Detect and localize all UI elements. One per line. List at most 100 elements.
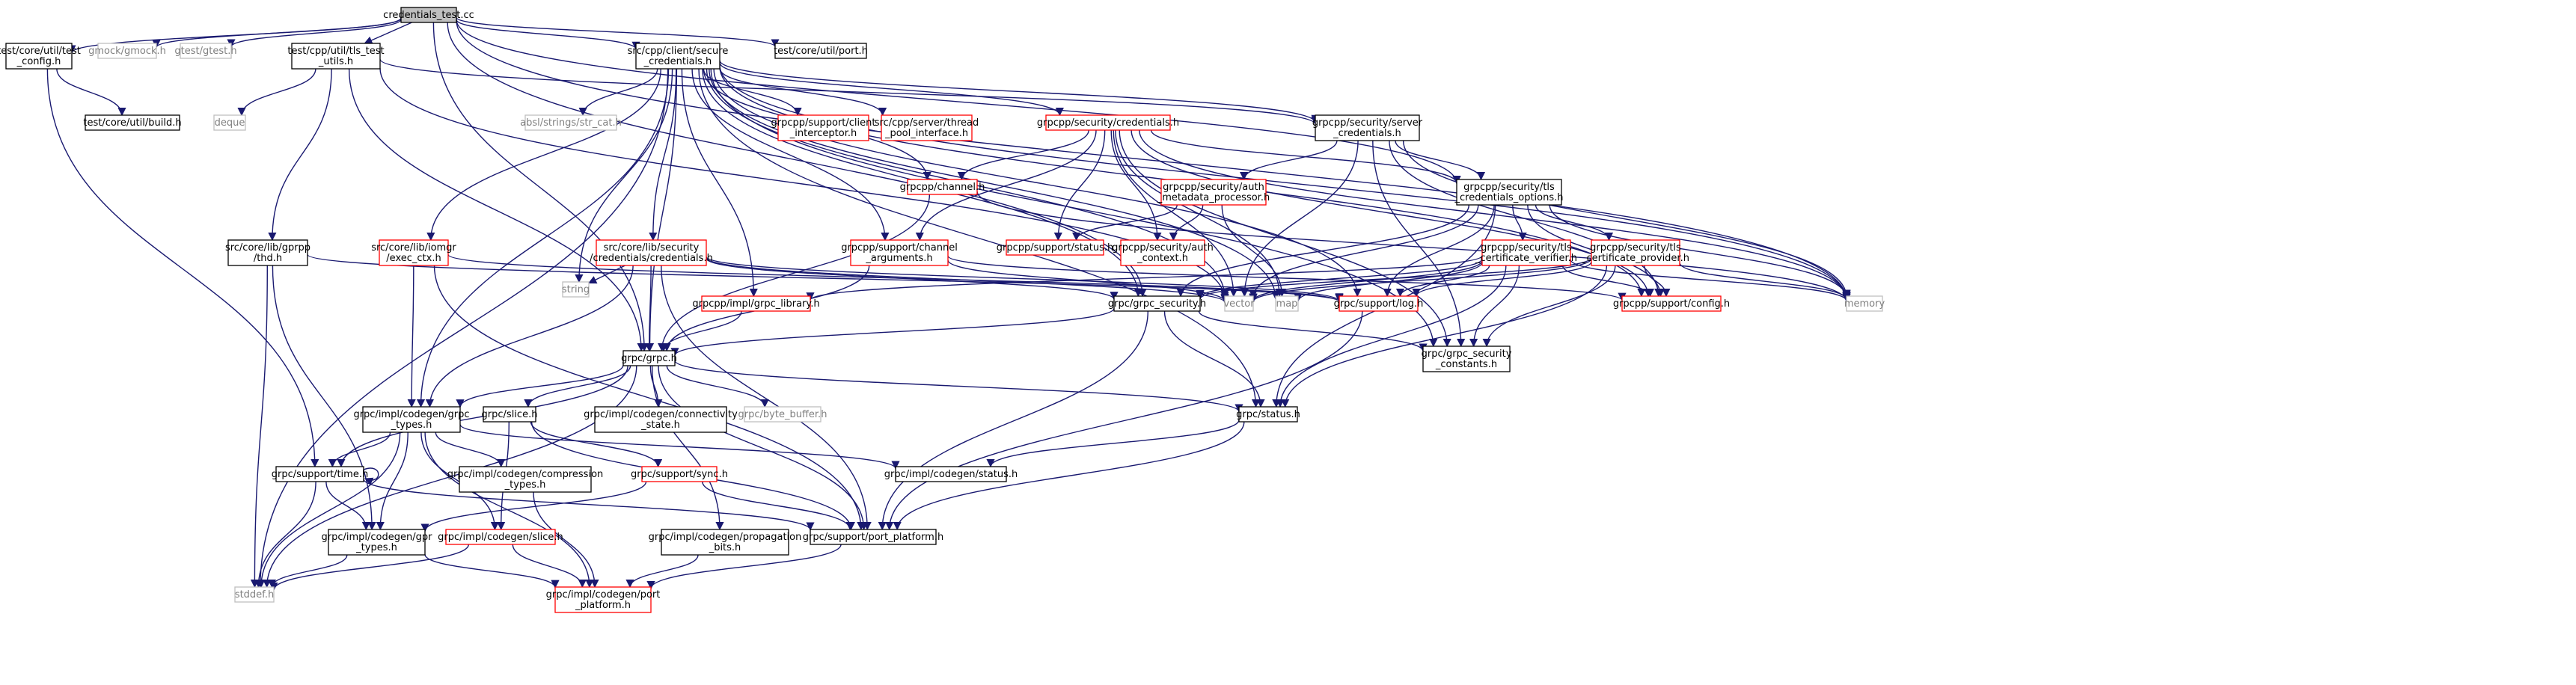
edge-line <box>364 22 412 45</box>
node-support-status[interactable]: grpcpp/support/status.h <box>997 239 1114 256</box>
edge-credentials_h-to-channel_args <box>915 129 1097 242</box>
node-gpr-types[interactable]: grpc/impl/codegen/gpr_types.h <box>322 529 433 556</box>
node-security-constants[interactable]: grpc/grpc_security_constants.h <box>1422 345 1512 372</box>
edge-cert_verifier-to-grpc_security <box>1196 258 1483 299</box>
node-label: grpc/impl/codegen/connectivity <box>584 409 738 420</box>
edge-grpc_types-to-codegen_slice <box>420 431 499 531</box>
node-auth-metadata[interactable]: grpcpp/security/auth_metadata_processor.… <box>1157 179 1270 206</box>
edge-secure_creds-to-grpc_types <box>416 68 670 408</box>
edge-layer <box>46 16 1851 592</box>
node-label: grpc/impl/codegen/port <box>546 589 661 600</box>
edge-line <box>256 68 669 589</box>
node-cert-provider[interactable]: grpcpp/security/tls_certificate_provider… <box>1581 239 1689 266</box>
node-support-config[interactable]: grpcpp/support/config.h <box>1613 295 1730 312</box>
edge-line <box>670 307 1115 357</box>
node-core-creds[interactable]: src/core/lib/security/credentials/creden… <box>590 239 713 266</box>
edge-codegen_slice-to-stddef <box>269 544 469 592</box>
edge-line <box>420 481 647 532</box>
edge-line <box>957 129 1089 181</box>
node-grpc-security[interactable]: grpc/grpc_security.h <box>1108 295 1206 312</box>
node-build[interactable]: test/core/util/build.h <box>83 114 182 131</box>
node-layer: credentials_test.cc test/core/util/test_c… <box>0 7 1885 613</box>
node-label: _utils.h <box>318 56 353 67</box>
node-str-cat: absl/strings/str_cat.h <box>520 114 622 131</box>
node-test-config[interactable]: test/core/util/test_config.h <box>0 43 81 70</box>
edge-status_h-to-port_platform <box>893 421 1245 531</box>
node-credentials-h[interactable]: grpcpp/security/credentials.h <box>1037 114 1179 131</box>
edge-line <box>1072 204 1178 242</box>
edge-cert_provider-to-status_h <box>1281 265 1608 408</box>
node-label: grpc/impl/codegen/status.h <box>884 469 1018 480</box>
node-channel-h[interactable]: grpcpp/channel.h <box>900 179 985 195</box>
node-box <box>554 586 652 613</box>
edge-line <box>254 481 316 589</box>
node-channel-args[interactable]: grpcpp/support/channel_arguments.h <box>841 239 958 266</box>
edge-core_creds-to-string <box>587 265 625 284</box>
edge-line <box>691 68 890 242</box>
node-port[interactable]: test/core/util/port.h <box>774 43 868 59</box>
edge-line <box>257 431 401 589</box>
node-status-h[interactable]: grpc/status.h <box>1236 406 1300 423</box>
node-port-platform[interactable]: grpc/support/port_platform.h <box>803 529 943 545</box>
edge-root-to-tls_cred_opts <box>456 19 1461 185</box>
node-codegen-port-platform[interactable]: grpc/impl/codegen/port_platform.h <box>546 586 661 613</box>
node-codegen-status[interactable]: grpc/impl/codegen/status.h <box>884 466 1018 482</box>
edge-cert_verifier-to-status_h <box>1276 265 1507 408</box>
node-label: credentials_test.cc <box>383 10 474 21</box>
node-auth-context[interactable]: grpcpp/security/auth_context.h <box>1112 239 1214 266</box>
node-label: grpc/grpc_security <box>1422 348 1512 360</box>
node-label: absl/strings/str_cat.h <box>520 117 622 129</box>
node-box <box>594 406 727 433</box>
edge-credentials_h-to-memory <box>1139 129 1851 301</box>
node-grpc-h[interactable]: grpc/grpc.h <box>621 350 677 366</box>
node-label: gmock/gmock.h <box>88 46 166 57</box>
node-tls-cred-opts[interactable]: grpcpp/security/tls_credentials_options.… <box>1454 179 1564 206</box>
node-slice-h[interactable]: grpc/slice.h <box>482 406 538 423</box>
edge-grpc_h-to-propagation_bits <box>651 365 724 531</box>
node-connectivity-state[interactable]: grpc/impl/codegen/connectivity_state.h <box>584 406 738 433</box>
node-secure-creds[interactable]: src/cpp/client/secure_credentials.h <box>628 43 729 70</box>
edge-root-to-tls_utils <box>364 22 412 45</box>
node-cert-verifier[interactable]: grpcpp/security/tls_certificate_verifier… <box>1475 239 1577 266</box>
node-label: vector <box>1223 298 1255 310</box>
node-propagation-bits[interactable]: grpc/impl/codegen/propagation_bits.h <box>649 529 802 556</box>
node-tls-utils[interactable]: test/cpp/util/tls_test_utils.h <box>287 43 385 70</box>
node-stddef: stddef.h <box>234 586 275 603</box>
edge-line <box>530 421 663 468</box>
edge-grpc_types-to-gpr_types <box>376 431 409 531</box>
node-label: grpc/support/time.h <box>272 469 368 480</box>
node-grpc-library[interactable]: grpcpp/impl/grpc_library.h <box>692 295 820 312</box>
node-box <box>596 239 707 266</box>
edge-core_creds-to-grpc_types <box>425 265 634 408</box>
node-client-interceptor[interactable]: grpcpp/support/client_interceptor.h <box>771 114 876 141</box>
edge-secure_creds-to-channel_args <box>691 68 890 242</box>
node-label: _interceptor.h <box>789 128 857 139</box>
edge-secure_creds-to-grpc_library <box>681 68 758 298</box>
node-gprpp-thd[interactable]: src/core/lib/gprpp/thd.h <box>225 239 310 266</box>
node-support-sync[interactable]: grpc/support/sync.h <box>631 466 728 482</box>
node-compression-types[interactable]: grpc/impl/codegen/compression_types.h <box>447 466 604 493</box>
node-box <box>777 114 869 141</box>
node-box <box>1591 239 1680 266</box>
node-server-credentials[interactable]: grpcpp/security/server_credentials.h <box>1312 114 1423 141</box>
edge-test_config-to-time_h <box>46 68 319 468</box>
node-codegen-slice[interactable]: grpc/impl/codegen/slice.h <box>438 529 563 545</box>
edge-line <box>376 431 409 531</box>
edge-exec_ctx-to-port_platform <box>433 265 866 531</box>
node-label: _certificate_verifier.h <box>1475 253 1577 264</box>
edge-time_h-to-time_h <box>363 467 379 486</box>
node-thread-pool[interactable]: src/cpp/server/thread_pool_interface.h <box>875 114 979 141</box>
edge-grpc_types-to-stddef <box>257 431 401 589</box>
node-box <box>744 406 822 423</box>
node-box <box>275 466 364 482</box>
node-map: map <box>1275 295 1299 312</box>
edge-line <box>986 420 1240 468</box>
edge-secure_creds-to-memory <box>719 64 1851 301</box>
node-support-log[interactable]: grpc/support/log.h <box>1334 295 1424 312</box>
edge-line <box>363 479 815 531</box>
node-exec-ctx[interactable]: src/core/lib/iomgr/exec_ctx.h <box>371 239 456 266</box>
node-time-h[interactable]: grpc/support/time.h <box>272 466 368 482</box>
node-grpc-types[interactable]: grpc/impl/codegen/grpc_types.h <box>353 406 470 433</box>
node-label: _state.h <box>640 420 680 431</box>
edge-grpc_types-to-compression_types <box>435 431 506 468</box>
